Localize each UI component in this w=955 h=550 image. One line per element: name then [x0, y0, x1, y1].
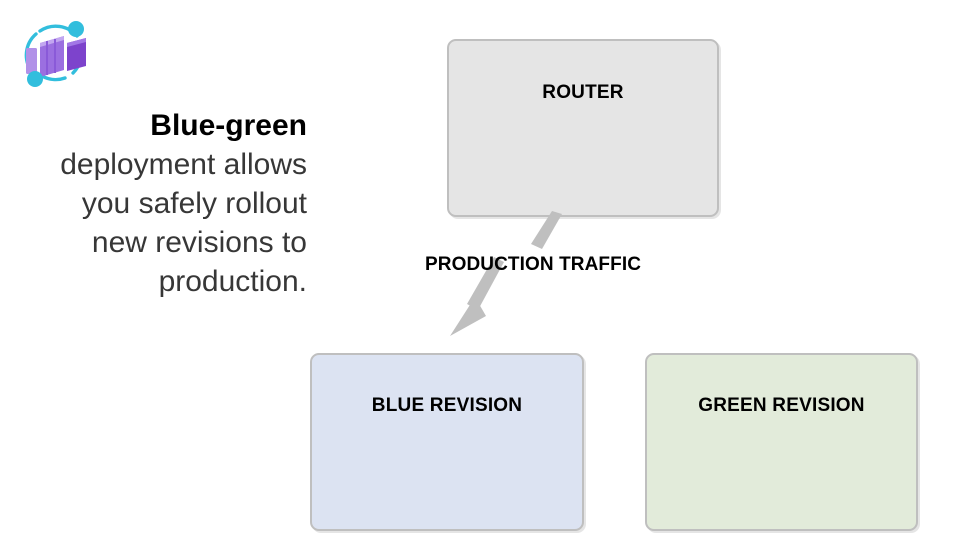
arrow-head: [450, 297, 486, 336]
caption-text: Blue-green deployment allows you safely …: [10, 106, 307, 301]
container-slab-3: [67, 38, 86, 71]
green-revision-node[interactable]: GREEN REVISION: [645, 353, 918, 531]
arrow-segment-lower: [467, 257, 504, 310]
arrow-segment-upper: [531, 211, 562, 249]
orbit-arc-bottom: [40, 74, 67, 82]
caption-line-3: new revisions to: [91, 226, 307, 259]
production-traffic-arrow-icon: [430, 205, 590, 345]
router-node[interactable]: ROUTER: [447, 39, 719, 217]
blue-revision-node-label: BLUE REVISION: [371, 395, 523, 416]
blue-revision-node[interactable]: BLUE REVISION: [310, 353, 584, 531]
container-slab-1: [26, 48, 37, 74]
orbit-dot-top: [68, 21, 84, 37]
container-slab-3-top: [67, 38, 86, 47]
router-node-label: ROUTER: [542, 82, 624, 103]
caption-line-4: production.: [158, 265, 307, 298]
green-revision-node-label: GREEN REVISION: [698, 395, 865, 416]
production-traffic-label: PRODUCTION TRAFFIC: [424, 254, 642, 275]
azure-container-apps-logo: [18, 14, 94, 96]
caption-lead: Blue-green: [150, 109, 307, 142]
caption-line-2: you safely rollout: [81, 187, 307, 220]
caption-line-1: deployment allows: [60, 148, 307, 181]
orbit-dot-bottom: [27, 71, 43, 87]
